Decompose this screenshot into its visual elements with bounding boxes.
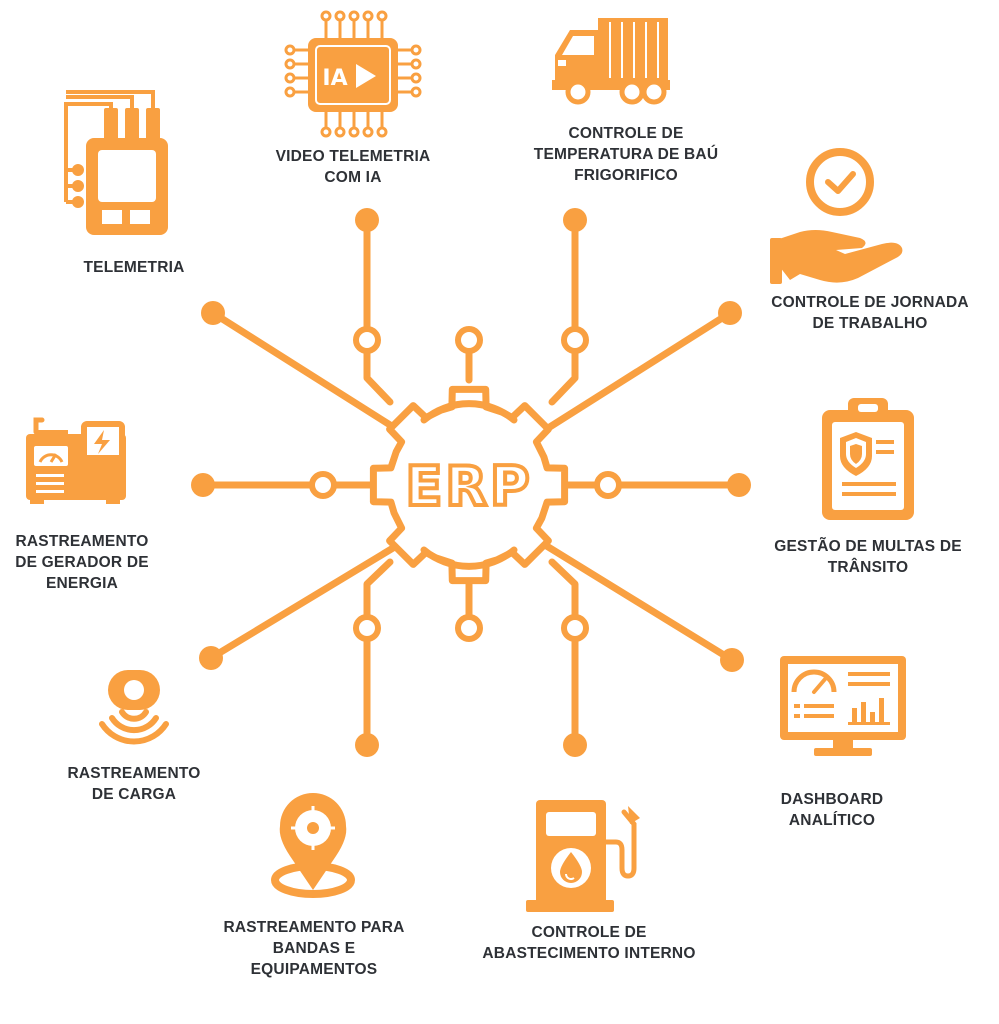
connector-dot [718, 301, 742, 325]
fuel-pump-icon [526, 800, 640, 912]
connector-dot [191, 473, 215, 497]
ai-chip-icon: IA [284, 10, 422, 138]
clipboard-shield-icon [822, 398, 914, 520]
connector-dot [563, 208, 587, 232]
erp-label: ERP [405, 455, 532, 518]
connector-node [561, 326, 589, 354]
connector-dot [727, 473, 751, 497]
connector-dot [355, 208, 379, 232]
ai-chip-label: IA [322, 66, 347, 91]
hand-clock-icon [770, 148, 903, 284]
connector-node [455, 326, 483, 354]
connector-node [455, 614, 483, 642]
cargo-tracker-icon [99, 670, 169, 745]
connector-node [309, 471, 337, 499]
connector-node [353, 326, 381, 354]
connector-dot [199, 646, 223, 670]
connector-dot [563, 733, 587, 757]
circuit-connectors [191, 208, 751, 757]
connector-node [561, 614, 589, 642]
connector-dot [355, 733, 379, 757]
dashboard-monitor-icon [780, 656, 906, 756]
connector-dot [720, 648, 744, 672]
erp-gear-icon: ERP [369, 385, 569, 585]
refrigerated-truck-icon [552, 18, 670, 105]
connector-dot [201, 301, 225, 325]
label-telemetria: TELEMETRIA [83, 259, 185, 276]
generator-icon [26, 417, 126, 504]
telemetry-device-icon [64, 90, 168, 235]
location-pin-icon [271, 793, 355, 898]
connector-node [353, 614, 381, 642]
connector-node [594, 471, 622, 499]
